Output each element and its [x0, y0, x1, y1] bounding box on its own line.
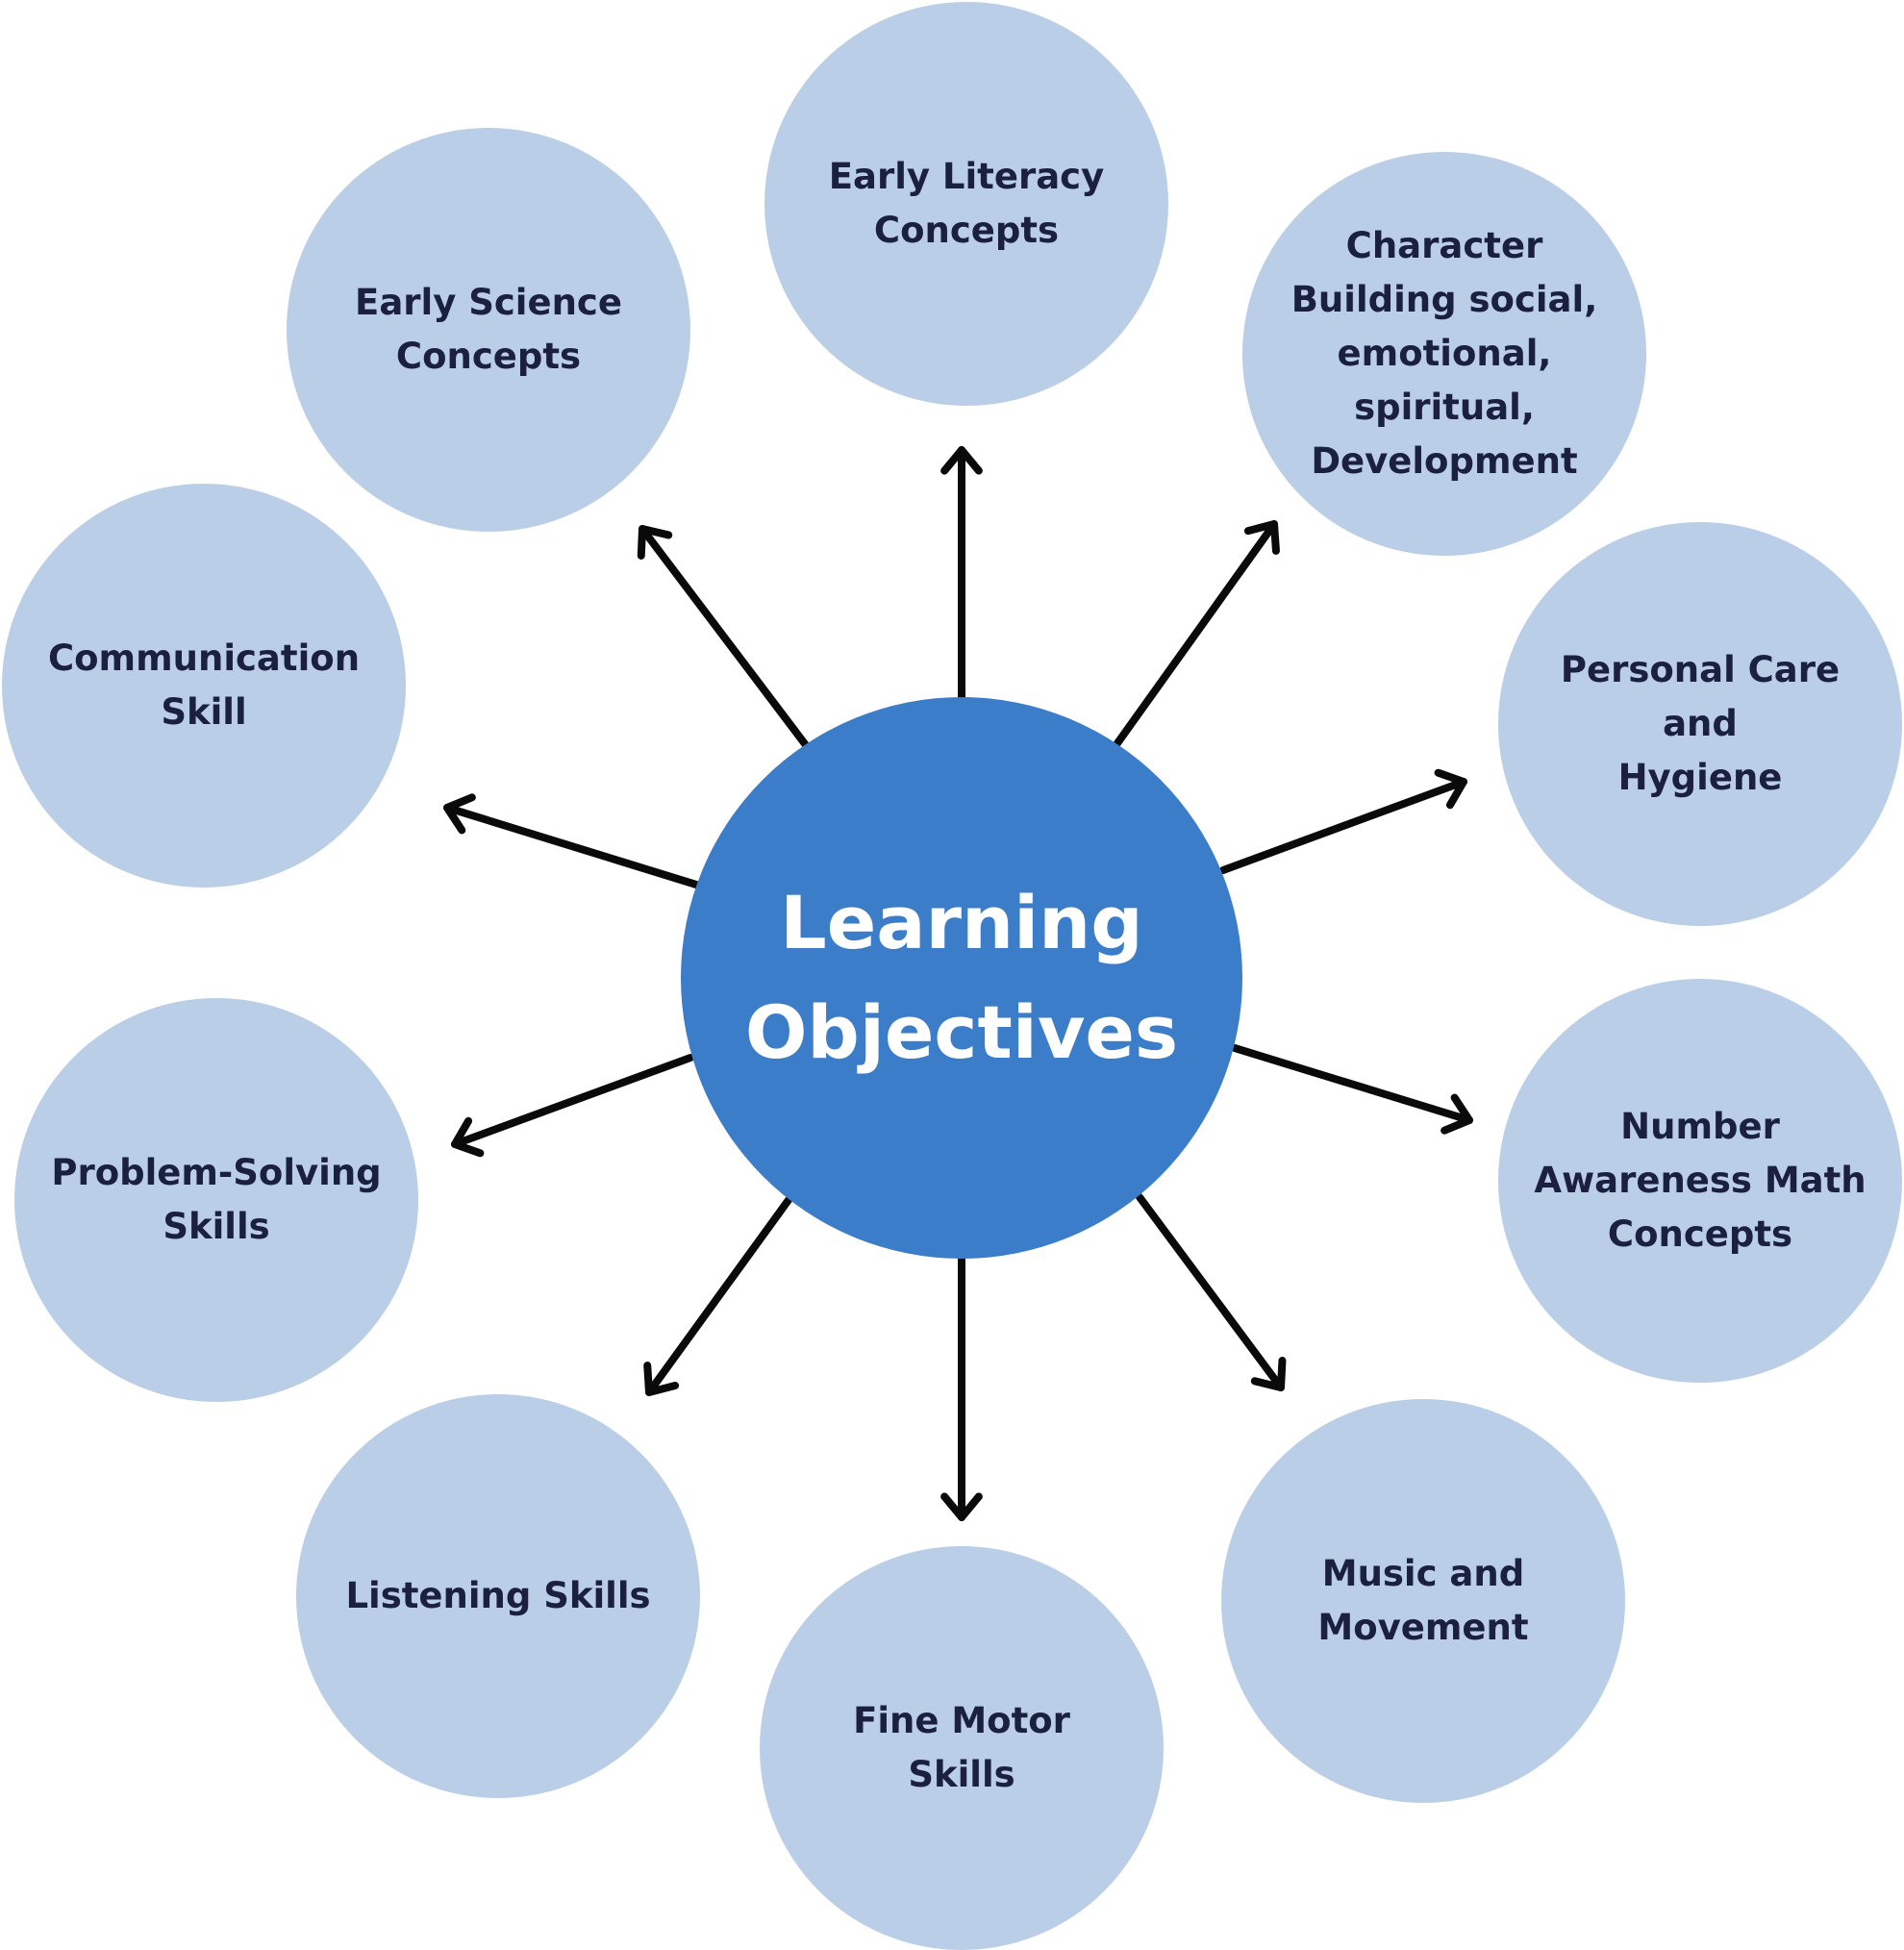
node-listening-skills: Listening Skills: [296, 1394, 700, 1798]
arrow-shaft: [1136, 1193, 1285, 1391]
arrow-fine-motor: [940, 1256, 983, 1521]
node-early-literacy-concepts: Early Literacy Concepts: [764, 2, 1168, 406]
arrow-head: [451, 1116, 485, 1158]
arrow-shaft: [443, 804, 700, 888]
node-problem-solving-skills: Problem-Solving Skills: [14, 998, 418, 1402]
arrow-communication: [443, 793, 700, 888]
arrow-listening: [643, 1196, 792, 1396]
node-character-building: Character Building social, emotional, sp…: [1242, 152, 1646, 556]
center-label: Learning Objectives: [744, 880, 1179, 1075]
arrow-shaft: [639, 525, 810, 749]
arrow-shaft: [1114, 520, 1278, 747]
arrow-problem-solving: [451, 1054, 694, 1158]
arrow-head: [1250, 1357, 1287, 1391]
center-node: Learning Objectives: [681, 697, 1242, 1259]
node-label: Personal Care and Hygiene: [1560, 649, 1841, 798]
arrow-number-awareness: [1231, 1044, 1473, 1135]
node-label: Number Awareness Math Concepts: [1534, 1106, 1866, 1255]
arrow-head: [1434, 768, 1467, 810]
arrow-shaft: [451, 1054, 694, 1148]
arrow-early-science: [637, 525, 810, 749]
node-communication-skill: Communication Skill: [2, 484, 406, 888]
node-label: Early Science Concepts: [355, 282, 622, 377]
node-label: Character Building social, emotional, sp…: [1290, 225, 1598, 482]
arrow-shaft: [645, 1196, 792, 1396]
arrow-head: [637, 525, 673, 560]
node-number-awareness-math-concepts: Number Awareness Math Concepts: [1498, 979, 1902, 1383]
node-personal-care-and-hygiene: Personal Care and Hygiene: [1498, 522, 1902, 926]
node-label: Fine Motor Skills: [853, 1700, 1070, 1795]
arrow-head: [643, 1362, 680, 1396]
arrow-head: [1441, 1093, 1473, 1135]
arrow-head: [1243, 520, 1280, 555]
node-label: Problem-Solving Skills: [51, 1152, 382, 1247]
node-fine-motor-skills: Fine Motor Skills: [760, 1546, 1164, 1950]
arrow-music-movement: [1136, 1193, 1287, 1391]
node-label: Early Literacy Concepts: [828, 156, 1105, 251]
arrow-shaft: [1219, 778, 1467, 874]
arrow-personal-care: [1219, 768, 1467, 874]
arrow-early-literacy: [940, 446, 983, 701]
arrow-head: [940, 446, 983, 475]
node-music-and-movement: Music and Movement: [1221, 1399, 1625, 1803]
arrow-head: [940, 1492, 983, 1521]
node-label: Music and Movement: [1317, 1553, 1529, 1648]
node-label: Listening Skills: [345, 1575, 651, 1616]
node-label: Communication Skill: [47, 638, 361, 733]
node-early-science-concepts: Early Science Concepts: [287, 128, 690, 532]
arrow-head: [443, 793, 476, 835]
arrow-shaft: [1231, 1044, 1473, 1124]
arrow-character-building: [1114, 520, 1280, 747]
